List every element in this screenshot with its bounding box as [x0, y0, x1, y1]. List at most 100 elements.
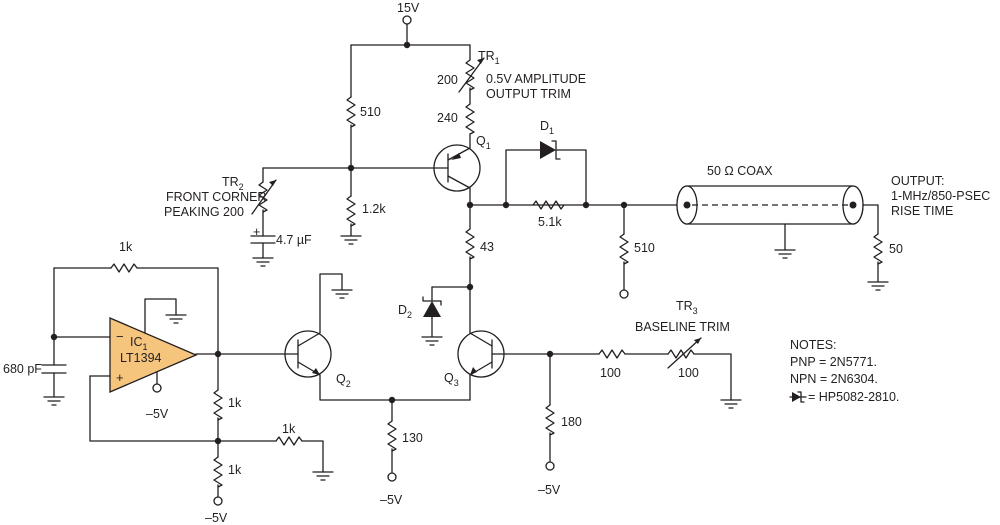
tr1-adjust-arrow	[458, 57, 485, 93]
wire	[144, 298, 177, 334]
label-4u7: 4.7 µF	[276, 233, 312, 247]
label-q1: Q1	[476, 134, 491, 151]
wire	[505, 149, 541, 206]
label-supply-neg-q2: –5V	[380, 493, 403, 507]
arrowhead	[694, 338, 701, 344]
wire	[555, 149, 587, 206]
ground-symbol	[421, 316, 443, 346]
label-tr1-desc1: 0.5V AMPLITUDE	[486, 72, 586, 86]
label-5k1: 5.1k	[538, 215, 562, 229]
resistor-1k-divider-bot	[213, 456, 223, 488]
ground-symbol	[252, 242, 274, 267]
resistor-1k-side	[275, 436, 303, 446]
svg-text:15V: 15V	[397, 1, 420, 15]
opamp-plus: +	[116, 370, 124, 385]
label-tr2-desc1: FRONT CORNER	[166, 190, 266, 204]
notes-title: NOTES:	[790, 338, 837, 352]
resistor-43	[465, 228, 475, 260]
resistor-50	[873, 233, 883, 265]
label-tr3-value: 100	[678, 366, 699, 380]
terminal	[619, 289, 629, 299]
notes-block: NOTES: PNP = 2N5771. NPN = 2N6304. = HP5…	[789, 338, 899, 404]
notes-pnp: PNP = 2N5771.	[790, 355, 877, 369]
tr3-adjust-arrow	[667, 337, 702, 369]
label-tr1-value: 200	[437, 73, 458, 87]
label-coax: 50 Ω COAX	[707, 164, 773, 178]
resistor-180	[545, 404, 555, 436]
label-d1: D1	[540, 119, 554, 136]
opamp-minus: −	[116, 329, 124, 344]
label-510-out: 510	[634, 241, 655, 255]
wire-emitter-tail	[319, 374, 471, 401]
terminal	[152, 383, 162, 393]
label-output-2: 1-MHz/850-PSEC	[891, 189, 990, 203]
ground-symbol	[312, 471, 334, 481]
terminal	[387, 472, 397, 482]
label-tr2: TR2	[222, 175, 244, 192]
resistor-510-top	[346, 96, 356, 128]
resistor-5k1	[532, 200, 565, 210]
ground-symbol	[340, 223, 362, 245]
terminal	[213, 496, 223, 506]
label-tr1: TR1	[478, 49, 500, 66]
wire	[301, 440, 324, 473]
ground-symbol	[720, 399, 742, 409]
label-510-top: 510	[360, 105, 381, 119]
label-ic1-part: LT1394	[120, 351, 162, 365]
capacitor-680p	[41, 364, 67, 374]
coax-cable	[676, 185, 864, 225]
wire	[693, 353, 732, 401]
resistor-1k-divider-top	[213, 389, 223, 421]
resistor-510-out	[619, 233, 629, 265]
diode-d1	[540, 140, 561, 160]
tr3-potentiometer	[667, 349, 695, 359]
label-tr3: TR3	[676, 299, 698, 316]
label-ic1: IC1	[130, 335, 148, 352]
tr1-potentiometer	[465, 59, 475, 91]
cap-plus: +	[253, 225, 260, 239]
resistor-240	[465, 103, 475, 135]
label-q3: Q3	[444, 371, 459, 388]
label-240: 240	[437, 111, 458, 125]
supply-15v: 15V	[397, 1, 420, 25]
label-supply-neg-opamp: –5V	[146, 407, 169, 421]
label-d2: D2	[398, 303, 412, 320]
label-q2: Q2	[336, 372, 351, 389]
arrowhead	[477, 58, 484, 64]
ground-symbol	[331, 289, 353, 299]
label-1k-side: 1k	[282, 422, 296, 436]
wire	[53, 267, 112, 338]
notes-npn: NPN = 2N6304.	[790, 372, 878, 386]
resistor-130	[387, 420, 397, 452]
schottky-diode-icon	[789, 391, 807, 403]
label-43: 43	[480, 240, 494, 254]
label-tr1-desc2: OUTPUT TRIM	[486, 87, 571, 101]
wire	[862, 204, 879, 235]
resistor-1k2	[346, 195, 356, 227]
ground-symbol	[43, 372, 65, 406]
wire	[136, 267, 219, 355]
label-1k-div-bot: 1k	[228, 463, 242, 477]
label-supply-neg-q3: –5V	[538, 483, 561, 497]
label-output-1: OUTPUT:	[891, 174, 944, 188]
ground-symbol	[867, 261, 889, 291]
label-130: 130	[402, 431, 423, 445]
label-680p: 680 pF	[3, 362, 42, 376]
terminal	[545, 461, 555, 471]
opamp-ic1	[109, 317, 198, 393]
label-tr3-desc: BASELINE TRIM	[635, 320, 730, 334]
ground-symbol	[165, 314, 187, 324]
resistor-1k-feedback	[110, 263, 138, 273]
label-1k2: 1.2k	[362, 202, 386, 216]
label-180: 180	[561, 415, 582, 429]
wire	[319, 273, 343, 334]
tr2-adjust-arrow	[251, 179, 277, 215]
diode-d2	[422, 296, 442, 317]
ground-symbol	[774, 223, 796, 259]
label-1k-fb: 1k	[119, 240, 133, 254]
wire	[89, 375, 219, 442]
arrowhead	[269, 180, 276, 186]
label-output-3: RISE TIME	[891, 204, 953, 218]
